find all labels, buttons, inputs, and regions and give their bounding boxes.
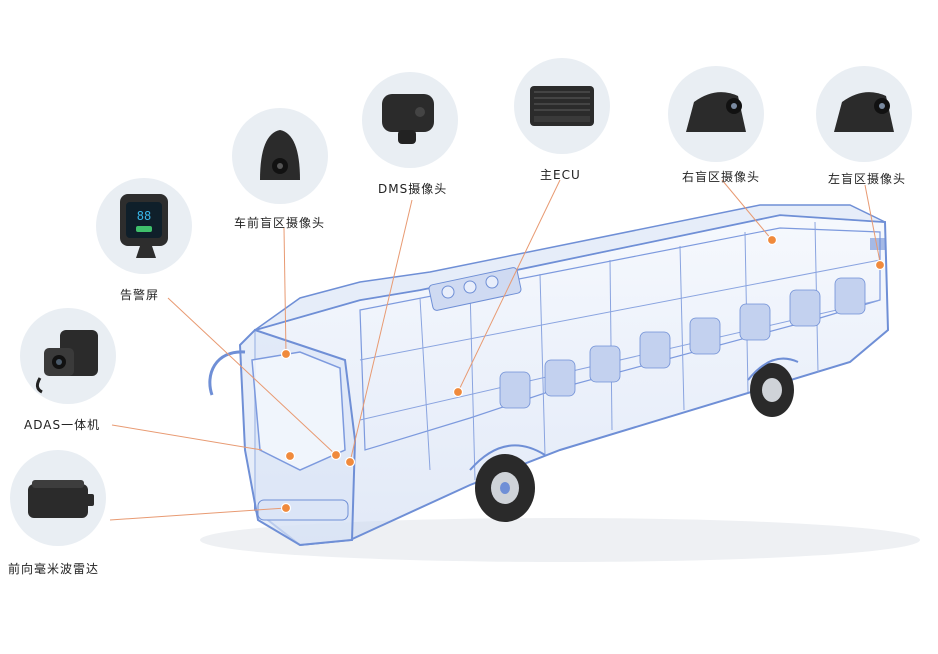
adas-circle bbox=[20, 308, 116, 404]
right-blind-circle bbox=[668, 66, 764, 162]
alarm-circle: 88 bbox=[96, 178, 192, 274]
adas-camera-icon bbox=[35, 330, 98, 394]
marker-left-blind bbox=[874, 259, 886, 271]
left-blind-label: 左盲区摄像头 bbox=[828, 172, 907, 186]
bus-windshield bbox=[251, 351, 346, 471]
alarm-screen-digits: 88 bbox=[137, 209, 151, 223]
dome-camera-icon bbox=[260, 130, 300, 180]
radar-circle bbox=[10, 450, 106, 546]
right-blind-label: 右盲区摄像头 bbox=[682, 170, 761, 184]
bus-roof-fans bbox=[441, 275, 499, 299]
ecu-label: 主ECU bbox=[540, 168, 581, 182]
marker-adas bbox=[284, 450, 296, 462]
front-blind-circle bbox=[232, 108, 328, 204]
marker-alarm bbox=[330, 449, 342, 461]
side-camera-icon bbox=[686, 92, 746, 132]
dms-label: DMS摄像头 bbox=[378, 182, 448, 196]
bus-mirror bbox=[208, 350, 246, 396]
marker-dms bbox=[344, 456, 356, 468]
radar-label: 前向毫米波雷达 bbox=[8, 562, 100, 576]
ecu-box-icon bbox=[530, 86, 594, 126]
left-blind-circle bbox=[816, 66, 912, 162]
side-camera-icon bbox=[834, 92, 894, 132]
bus-seats bbox=[499, 277, 866, 409]
ecu-circle bbox=[514, 58, 610, 154]
alarm-label: 告警屏 bbox=[120, 288, 160, 302]
sensor-markers bbox=[280, 234, 886, 514]
leader-lines bbox=[109, 179, 881, 521]
bus-wheel-rear bbox=[750, 363, 794, 417]
marker-right-blind bbox=[766, 234, 778, 246]
front-blind-label: 车前盲区摄像头 bbox=[234, 216, 326, 230]
dms-circle bbox=[362, 72, 458, 168]
marker-radar bbox=[280, 502, 292, 514]
marker-ecu bbox=[452, 386, 464, 398]
adas-label: ADAS一体机 bbox=[24, 418, 101, 432]
bus-shadow bbox=[200, 518, 920, 562]
marker-front-blind bbox=[280, 348, 292, 360]
radar-sensor-icon bbox=[28, 480, 94, 518]
bus-roof bbox=[254, 204, 886, 331]
dms-camera-icon bbox=[382, 94, 434, 144]
bus-wheel-front bbox=[475, 454, 535, 522]
bus-bumper bbox=[257, 499, 349, 521]
alarm-display-icon: 88 bbox=[120, 194, 168, 258]
